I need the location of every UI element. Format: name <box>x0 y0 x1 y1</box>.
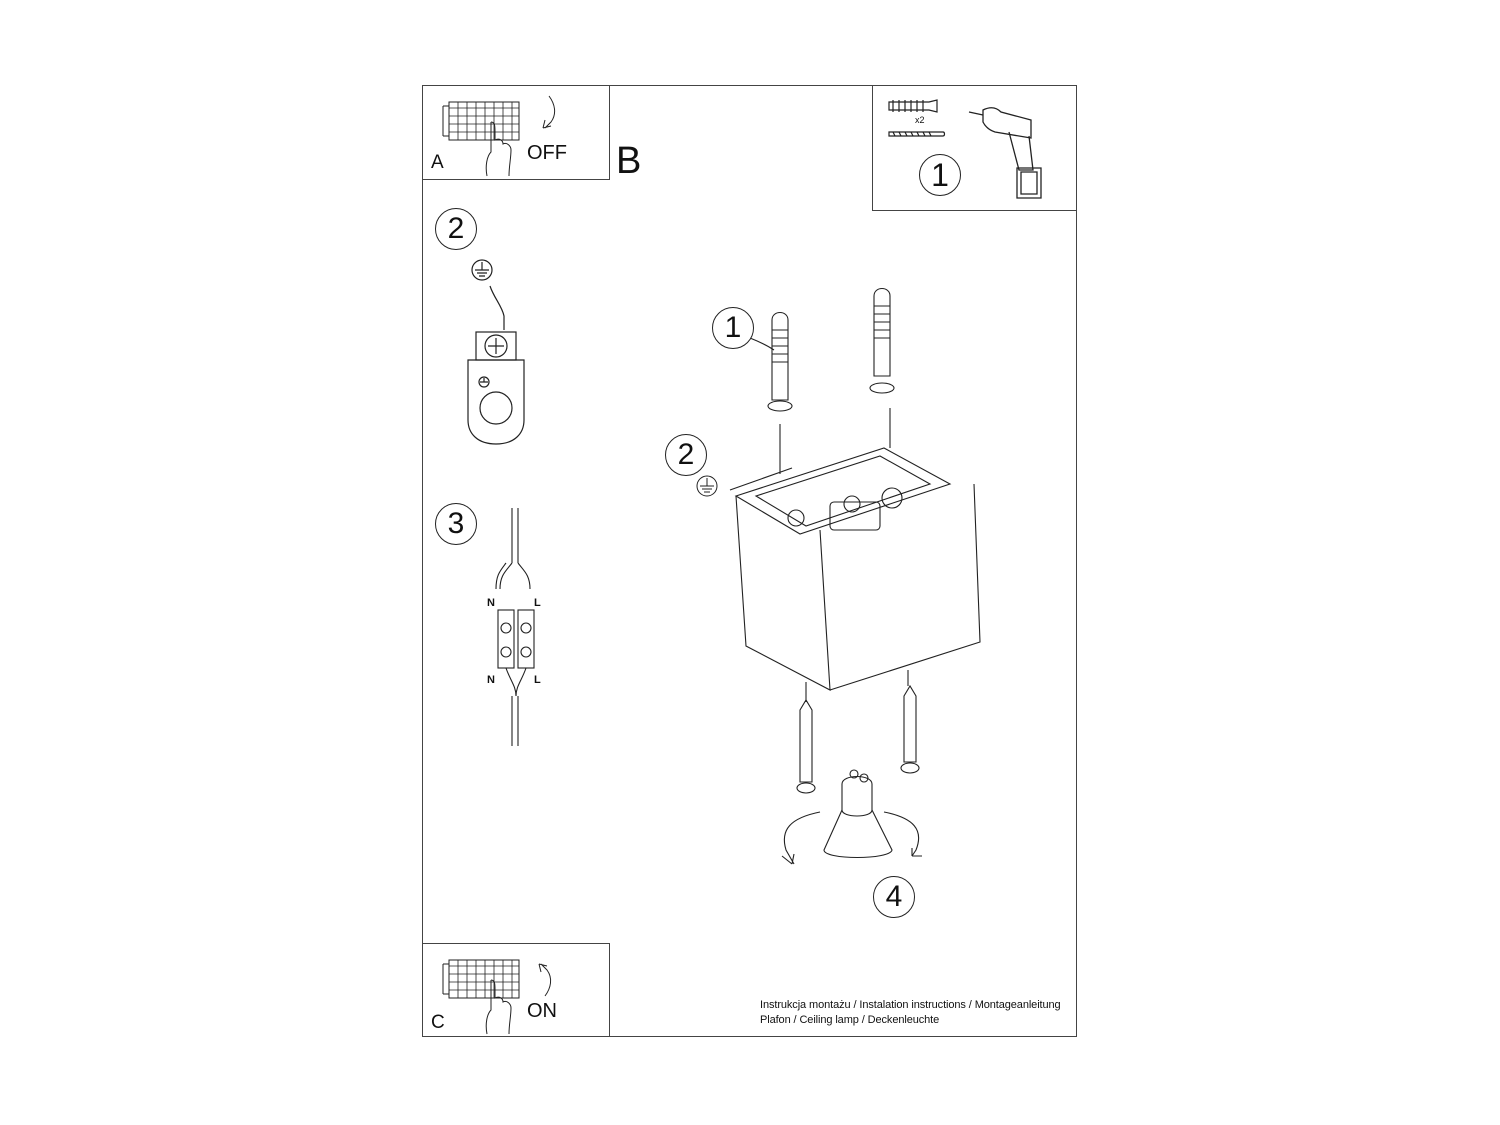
breaker-panel-off-icon <box>442 95 556 177</box>
ground-symbol-icon <box>696 475 718 497</box>
ground-terminal-icon <box>467 259 525 445</box>
step-1-dowel-badge: 1 <box>712 307 754 349</box>
lamp-assembly-diagram <box>729 287 981 865</box>
instruction-sheet <box>422 85 1077 1037</box>
breaker-panel-on-icon <box>442 959 552 1035</box>
live-top-label: L <box>534 597 541 609</box>
footer-caption: Instrukcja montażu / Instalation instruc… <box>760 998 1061 1028</box>
step-3-connector-badge: 3 <box>435 503 477 545</box>
step-c-letter: C <box>431 1012 445 1033</box>
step-a-box: A OFF <box>422 85 610 180</box>
step-4-bulb-badge: 4 <box>873 876 915 918</box>
wall-plug-icon <box>888 99 946 137</box>
step-c-action: ON <box>527 1000 557 1022</box>
footer-line-1: Instrukcja montażu / Instalation instruc… <box>760 999 1061 1011</box>
tools-box: x2 1 <box>872 85 1077 211</box>
terminal-block-diagram <box>495 508 535 746</box>
step-b-letter: B <box>616 140 642 182</box>
step-a-action: OFF <box>527 142 567 164</box>
step-1-tools-badge: 1 <box>919 154 961 196</box>
drill-icon <box>968 107 1042 199</box>
quantity-label: x2 <box>915 115 925 125</box>
live-bottom-label: L <box>534 674 541 686</box>
step-2-ground-badge: 2 <box>435 208 477 250</box>
footer-line-2: Plafon / Ceiling lamp / Deckenleuchte <box>760 1014 940 1026</box>
step-2-ground-main-badge: 2 <box>665 434 707 476</box>
neutral-bottom-label: N <box>487 674 495 686</box>
neutral-top-label: N <box>487 597 495 609</box>
step-a-letter: A <box>431 152 444 173</box>
step-c-box: C ON <box>422 943 610 1037</box>
